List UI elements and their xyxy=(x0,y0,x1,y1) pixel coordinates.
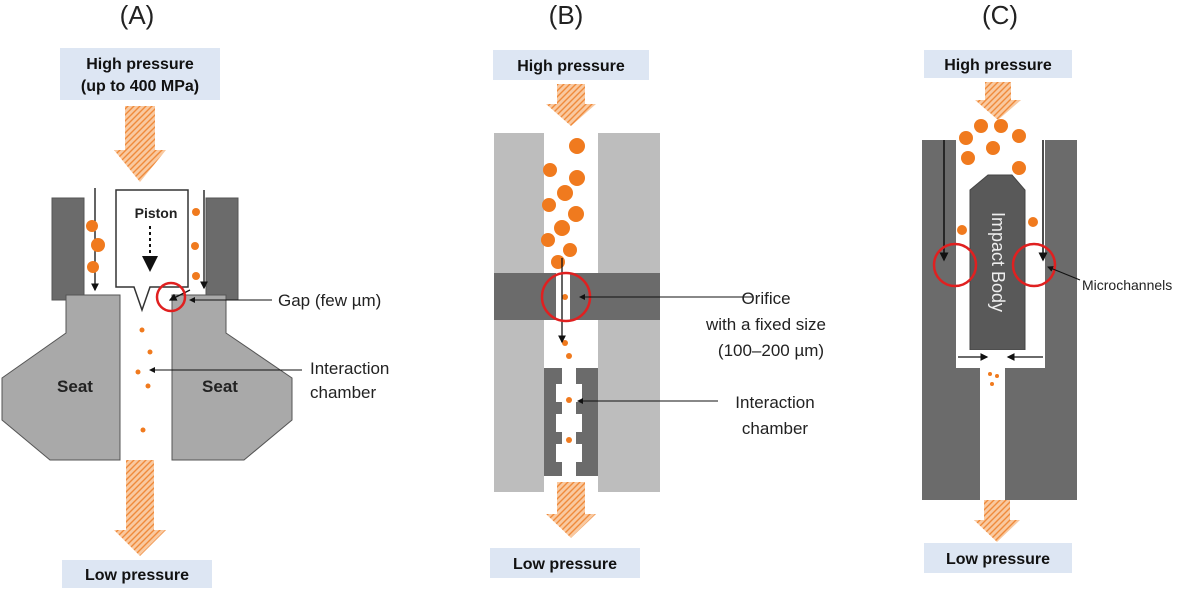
panel-a-chamber-label-2: chamber xyxy=(310,383,376,402)
panel-b-chamber-label-1: Interaction xyxy=(735,393,814,412)
panel-b: (B) High pressure Orifice wit xyxy=(490,0,826,578)
panel-a-piston xyxy=(115,189,189,313)
panel-c-microchannel-highlight-left xyxy=(932,242,978,288)
panel-c-microchannel-highlight-right xyxy=(1011,242,1057,288)
panel-b-chamber-label-2: chamber xyxy=(742,419,808,438)
panel-c-high-pressure-box xyxy=(924,50,1072,78)
panel-b-high-pressure-label: High pressure xyxy=(517,58,625,75)
panel-a-chamber-label-1: Interaction xyxy=(310,359,389,378)
panel-a-gap-highlight xyxy=(155,281,187,313)
panel-b-inlet-arrow xyxy=(546,84,596,126)
panel-a-low-pressure-label: Low pressure xyxy=(85,567,189,584)
panel-c: (C) High pressure Impact Body Mi xyxy=(922,0,1172,573)
panel-a-seat-right xyxy=(171,294,293,461)
panel-a-left-wall xyxy=(51,197,85,301)
panel-a-low-pressure-box xyxy=(62,560,212,588)
panel-b-droplets xyxy=(541,138,585,443)
panel-a-piston-label: Piston xyxy=(135,205,178,221)
panel-b-letter: (B) xyxy=(549,0,584,30)
panel-c-inlet-arrow xyxy=(975,82,1021,120)
panel-c-left-housing xyxy=(922,140,980,500)
panel-b-orifice-label-2: with a fixed size xyxy=(705,315,826,334)
panel-a-droplets xyxy=(86,208,200,433)
panel-c-high-pressure-label: High pressure xyxy=(944,57,1052,74)
panel-c-right-housing xyxy=(1005,140,1077,500)
panel-c-microchannels-leader xyxy=(1047,266,1081,281)
panel-c-microchannels-label: Microchannels xyxy=(1082,277,1172,293)
panel-a-seat-left-label: Seat xyxy=(57,377,93,396)
panel-b-lower-left-block xyxy=(494,320,544,492)
panel-a-seat-left xyxy=(1,294,121,461)
panel-a: (A) High pressure (up to 400 MPa) Seat S… xyxy=(1,0,389,588)
panel-a-right-wall xyxy=(205,197,239,301)
panel-b-upper-right-block xyxy=(598,133,660,273)
panel-a-high-pressure-label: High pressure xyxy=(86,56,194,73)
panel-b-outlet-arrow xyxy=(546,482,596,538)
panel-c-droplets xyxy=(957,119,1038,386)
panel-b-low-pressure-label: Low pressure xyxy=(513,556,617,573)
panel-b-lower-right-block xyxy=(598,320,660,492)
panel-a-seat-right-label: Seat xyxy=(202,377,238,396)
panel-b-high-pressure-box xyxy=(493,50,649,80)
panel-a-inlet-arrow xyxy=(114,106,166,182)
panel-a-outlet-arrow xyxy=(114,460,166,556)
panel-c-low-pressure-label: Low pressure xyxy=(946,551,1050,568)
panel-a-gap-label: Gap (few µm) xyxy=(278,291,381,310)
panel-a-letter: (A) xyxy=(120,0,155,30)
panel-c-impact-body-label: Impact Body xyxy=(988,212,1008,312)
panel-b-upper-left-block xyxy=(494,133,544,273)
panel-b-orifice-label-3: (100–200 µm) xyxy=(718,341,824,360)
panel-a-high-pressure-sublabel: (up to 400 MPa) xyxy=(81,78,199,95)
panel-c-low-pressure-box xyxy=(924,543,1072,573)
panel-a-high-pressure-box xyxy=(60,48,220,100)
panel-b-orifice-label-1: Orifice xyxy=(741,289,790,308)
panel-b-low-pressure-box xyxy=(490,548,640,578)
panel-c-outlet-arrow xyxy=(974,500,1020,542)
panel-a-flow-arrow-gap xyxy=(168,289,191,301)
panel-c-letter: (C) xyxy=(982,0,1018,30)
